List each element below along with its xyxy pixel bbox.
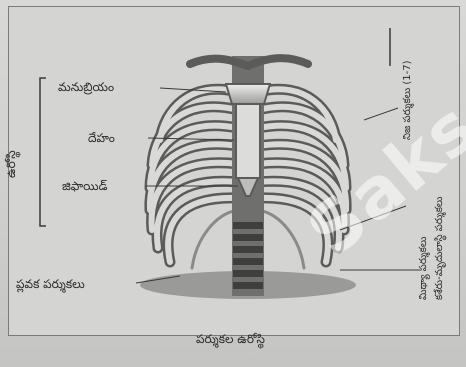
label-sternum: ఉరోస్థి: [4, 150, 21, 178]
label-false-ribs: మిథ్యా పర్శుకలు: [418, 237, 429, 300]
label-true-ribs: నిజ పర్శుకలు (1-7): [402, 60, 413, 140]
label-xiphoid: జిఫాయిడ్: [62, 179, 107, 193]
sternum-bracket: [40, 78, 46, 226]
label-floating-ribs: ప్లవక పర్శుకలు: [16, 277, 85, 291]
label-vertebro-chondral: కశేరు-మృదులాస్థి పర్శుకలు: [434, 197, 445, 301]
sternum-body-shape: [236, 104, 260, 178]
figure-caption: పర్శుకల ఉరోస్థి: [196, 332, 265, 349]
manubrium-shape: [226, 84, 270, 104]
label-body: దేహం: [88, 131, 115, 145]
label-manubrium: మనుబ్రియం: [58, 80, 114, 94]
